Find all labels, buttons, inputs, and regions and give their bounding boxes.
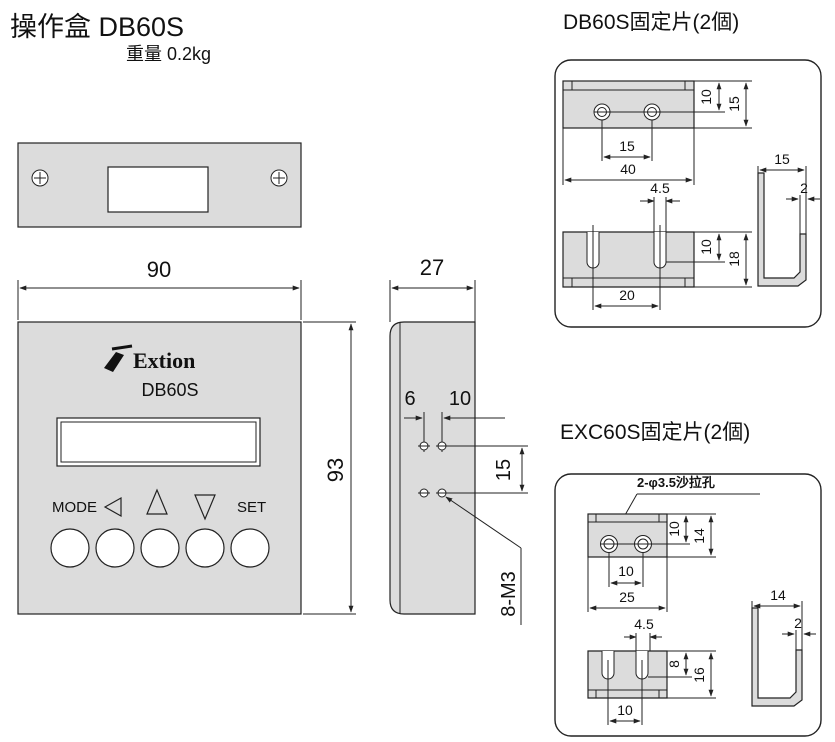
left-button bbox=[95, 528, 135, 568]
set-button bbox=[230, 528, 270, 568]
mode-label: MODE bbox=[52, 499, 97, 516]
db60s-slot-w45: 4.5 bbox=[650, 180, 670, 196]
db60s-top-h15: 15 bbox=[726, 96, 742, 112]
svg-text:Extion: Extion bbox=[133, 348, 195, 373]
db60s-side-w2: 2 bbox=[800, 180, 808, 196]
height-dimension: 93 bbox=[323, 458, 348, 482]
extion-logo: Extion bbox=[104, 344, 195, 373]
db60s-bracket-title: DB60S固定片(2個) bbox=[563, 11, 739, 34]
side-view: 27 6 10 15 8-M3 bbox=[389, 255, 528, 625]
db60s-bracket-panel: DB60S固定片(2個) 10 15 15 40 4.5 bbox=[554, 11, 822, 328]
exc60s-bot-w10: 10 bbox=[617, 702, 633, 718]
dim-6: 6 bbox=[404, 388, 415, 410]
exc60s-top-h10: 10 bbox=[666, 521, 682, 537]
drawing-title: 操作盒 DB60S bbox=[10, 12, 184, 42]
db60s-top-w15: 15 bbox=[619, 138, 635, 154]
exc60s-side-w2: 2 bbox=[794, 615, 802, 631]
exc60s-top-w10: 10 bbox=[618, 563, 634, 579]
front-view: 90 Extion DB60S MODE SET 93 bbox=[17, 257, 356, 615]
exc60s-slot-w45: 4.5 bbox=[634, 616, 654, 632]
mount-hole-group bbox=[418, 441, 448, 498]
down-button bbox=[185, 528, 225, 568]
top-view bbox=[17, 142, 302, 228]
exc60s-bot-h16: 16 bbox=[691, 667, 707, 683]
exc60s-hole-note: 2-φ3.5沙拉孔 bbox=[637, 475, 715, 490]
screw-icon-right bbox=[270, 169, 288, 187]
up-button bbox=[140, 528, 180, 568]
dim-10: 10 bbox=[449, 388, 471, 410]
db60s-side-w15: 15 bbox=[774, 151, 790, 167]
front-model-label: DB60S bbox=[141, 380, 198, 400]
set-label: SET bbox=[237, 499, 266, 516]
lcd-window bbox=[56, 417, 261, 467]
dim-15-vertical: 15 bbox=[493, 459, 515, 481]
db60s-bot-w20: 20 bbox=[619, 287, 635, 303]
exc60s-top-w25: 25 bbox=[619, 589, 635, 605]
exc60s-bracket-title: EXC60S固定片(2個) bbox=[560, 421, 750, 444]
exc60s-bot-h8: 8 bbox=[666, 660, 682, 668]
exc60s-top-h14: 14 bbox=[691, 528, 707, 544]
down-arrow-icon bbox=[194, 494, 216, 521]
exc60s-side-w14: 14 bbox=[770, 587, 786, 603]
width-dimension: 90 bbox=[147, 257, 171, 282]
left-arrow-icon bbox=[103, 496, 122, 518]
screw-icon-left bbox=[31, 169, 49, 187]
exc60s-bracket-panel: EXC60S固定片(2個) 2-φ3.5沙拉孔 10 14 10 25 4.5 bbox=[554, 421, 822, 737]
top-view-window bbox=[107, 166, 209, 213]
db60s-bot-h10: 10 bbox=[698, 239, 714, 255]
db60s-top-h10: 10 bbox=[698, 89, 714, 105]
db60s-bot-h18: 18 bbox=[726, 251, 742, 267]
mode-button bbox=[50, 528, 90, 568]
weight-label: 重量 0.2kg bbox=[126, 44, 211, 64]
depth-dimension: 27 bbox=[420, 255, 444, 280]
up-arrow-icon bbox=[146, 488, 168, 515]
screw-spec: 8-M3 bbox=[498, 571, 520, 617]
db60s-top-w40: 40 bbox=[620, 161, 636, 177]
